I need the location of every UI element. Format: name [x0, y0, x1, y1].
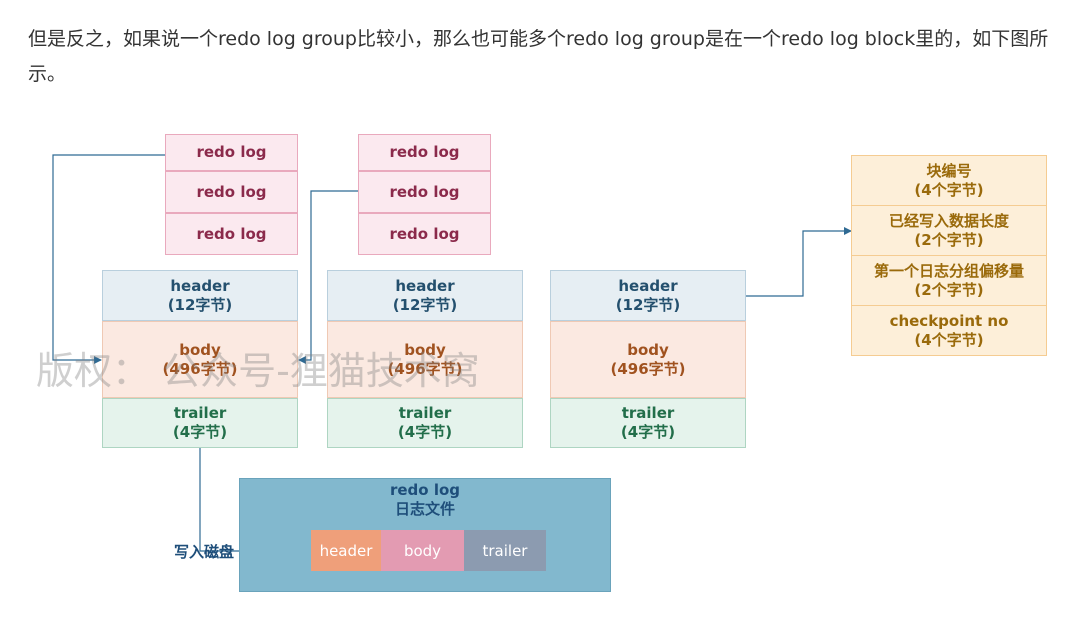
write-to-disk-label: 写入磁盘 — [174, 543, 235, 561]
group1-redo-log-3: redo log — [165, 213, 298, 255]
block3-body-name: body — [627, 340, 669, 359]
block3-header: header (12字节) — [550, 270, 746, 321]
block2-body: body (496字节) — [327, 321, 523, 398]
group2-to-block1-connector — [298, 190, 358, 364]
block2-trailer-size: (4字节) — [397, 423, 453, 441]
block2-trailer-name: trailer — [398, 404, 452, 422]
intro-paragraph: 但是反之，如果说一个redo log group比较小，那么也可能多个redo … — [28, 28, 1049, 85]
file-segment-trailer: trailer — [464, 530, 546, 571]
group2-redo-log-3: redo log — [358, 213, 491, 255]
block3-body: body (496字节) — [550, 321, 746, 398]
block1-body-size: (496字节) — [162, 359, 238, 378]
block1-trailer-size: (4字节) — [172, 423, 228, 441]
header-field-written-length: 已经写入数据长度 (2个字节) — [851, 205, 1047, 256]
header-field-first-group-offset: 第一个日志分组偏移量 (2个字节) — [851, 255, 1047, 306]
block3-header-size: (12字节) — [615, 295, 681, 314]
header-field-block-number: 块编号 (4个字节) — [851, 155, 1047, 206]
group2-redo-log-1: redo log — [358, 134, 491, 171]
block2-header-size: (12字节) — [392, 295, 458, 314]
block2-header: header (12字节) — [327, 270, 523, 321]
group1-redo-log-1: redo log — [165, 134, 298, 171]
block1-body: body (496字节) — [102, 321, 298, 398]
header-field-checkpoint-no: checkpoint no (4个字节) — [851, 305, 1047, 356]
block1-header: header (12字节) — [102, 270, 298, 321]
block2-header-name: header — [395, 276, 455, 295]
file-segment-body: body — [381, 530, 464, 571]
block3-body-size: (496字节) — [610, 359, 686, 378]
block3-trailer-name: trailer — [621, 404, 675, 422]
block1-header-size: (12字节) — [167, 295, 233, 314]
group1-to-block1-connector — [52, 154, 165, 364]
block1-header-name: header — [170, 276, 230, 295]
block3-header-name: header — [618, 276, 678, 295]
block1-body-name: body — [179, 340, 221, 359]
block3-trailer-size: (4字节) — [620, 423, 676, 441]
block1-trailer: trailer (4字节) — [102, 398, 298, 448]
group1-redo-log-2: redo log — [165, 171, 298, 213]
block2-body-name: body — [404, 340, 446, 359]
block3-trailer: trailer (4字节) — [550, 398, 746, 448]
block2-trailer: trailer (4字节) — [327, 398, 523, 448]
file-segment-header: header — [311, 530, 381, 571]
group2-redo-log-2: redo log — [358, 171, 491, 213]
block1-trailer-name: trailer — [173, 404, 227, 422]
block2-body-size: (496字节) — [387, 359, 463, 378]
log-file-subtitle: 日志文件 — [394, 500, 455, 518]
log-file-title: redo log — [389, 481, 461, 499]
header-to-fields-connector — [746, 227, 852, 297]
